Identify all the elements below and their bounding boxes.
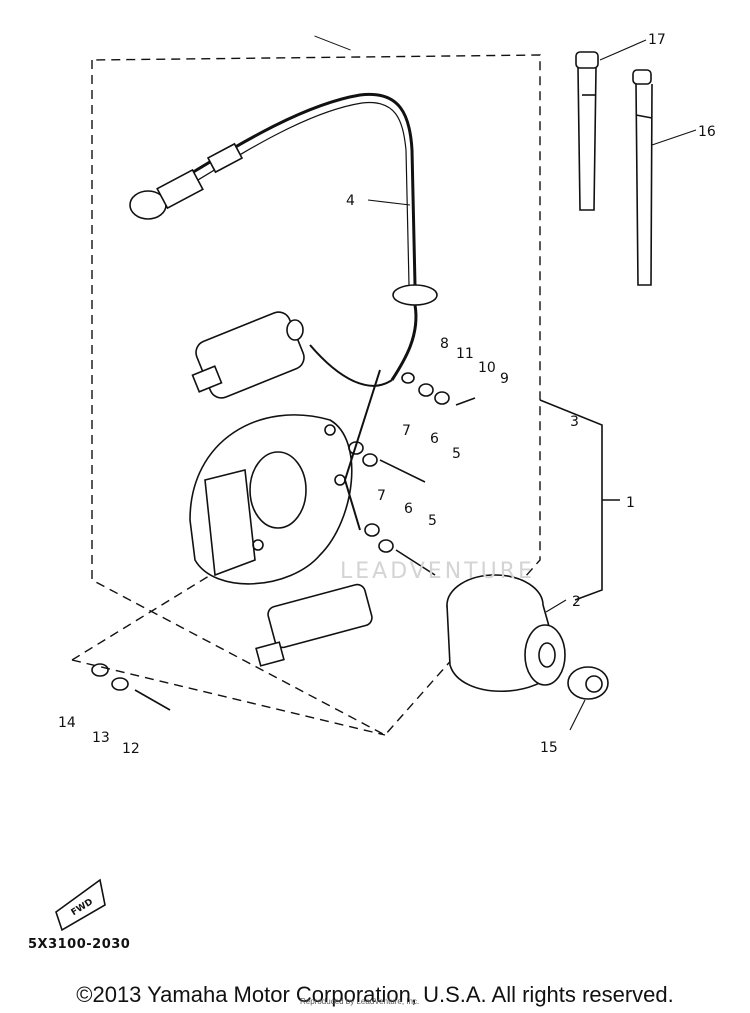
- callout-5b: 5: [428, 513, 437, 529]
- part-code: 5X3100-2030: [28, 937, 130, 952]
- callout-1: 1: [626, 495, 635, 511]
- fwd-arrow: [55, 878, 106, 932]
- watermark: LEADVENTURE: [340, 559, 535, 584]
- callout-2: 2: [572, 594, 581, 610]
- lower-coil: [255, 583, 373, 667]
- stator-plate: [189, 369, 381, 585]
- leader-lines: [314, 35, 697, 731]
- callout-5a: 5: [452, 446, 461, 462]
- sub-mark: Reproduced by LeadVenture, Inc.: [300, 997, 420, 1006]
- callout-8: 8: [440, 336, 449, 352]
- callout-17: 17: [648, 32, 666, 48]
- callout-11: 11: [456, 346, 474, 362]
- upper-coil: [191, 311, 305, 399]
- callout-labels: 1 2 3 4 5 5 6 6 7 7 8 9 10 11 12 13 14 1…: [58, 32, 716, 757]
- cable-tie-17: [575, 51, 599, 211]
- callout-14: 14: [58, 715, 76, 731]
- callout-16: 16: [698, 124, 716, 140]
- bracket-1: [539, 399, 620, 601]
- callout-9: 9: [500, 371, 509, 387]
- cable-tie-16: [632, 69, 653, 286]
- callout-4: 4: [346, 193, 355, 209]
- fasteners: [91, 372, 476, 711]
- callout-3: 3: [570, 414, 579, 430]
- callout-6a: 6: [430, 431, 439, 447]
- callout-7a: 7: [402, 423, 411, 439]
- copyright-notice: ©2013 Yamaha Motor Corporation, U.S.A. A…: [76, 982, 674, 1007]
- wire-lead: [129, 92, 438, 387]
- callout-7b: 7: [377, 488, 386, 504]
- nut: [567, 666, 609, 700]
- callout-6b: 6: [404, 501, 413, 517]
- callout-10: 10: [478, 360, 496, 376]
- callout-13: 13: [92, 730, 110, 746]
- oil-filter: [446, 574, 566, 692]
- callout-12: 12: [122, 741, 140, 757]
- callout-15: 15: [540, 740, 558, 756]
